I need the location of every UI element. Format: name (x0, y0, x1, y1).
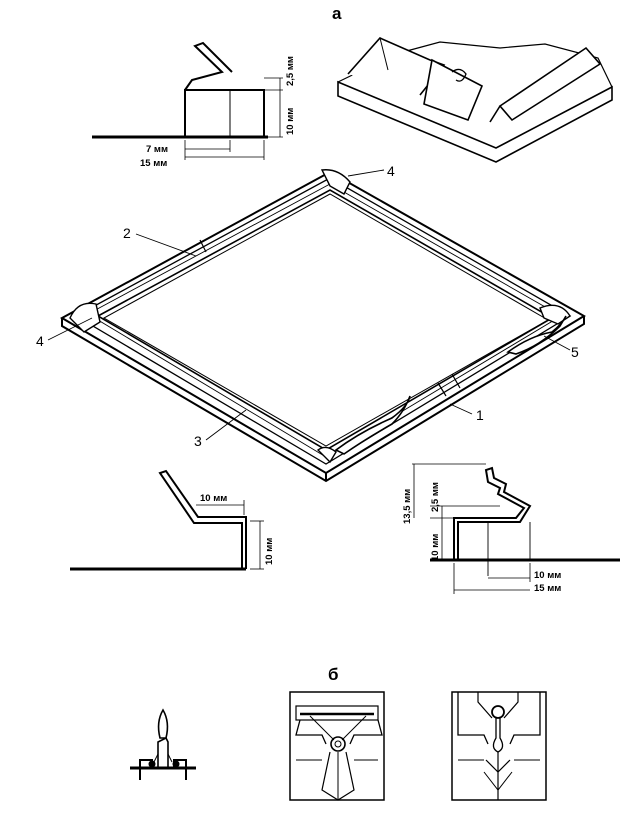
label-5: 5 (571, 344, 579, 360)
label-2: 2 (123, 225, 131, 241)
dim-bottom-right-2-5: 2,5 мм (430, 482, 441, 512)
dim-bottom-right-10-h: 10 мм (534, 570, 561, 581)
profile-section-top-left (92, 41, 283, 160)
label-a: а (332, 4, 342, 23)
clip-detail-2 (289, 691, 385, 801)
dim-bottom-right-10-v: 10 мм (430, 534, 441, 561)
clip-detail-3 (451, 691, 547, 801)
label-4-top: 4 (387, 163, 395, 179)
label-b: б (328, 665, 339, 684)
leader-lines (47, 169, 571, 441)
dim-bottom-left-10-v: 10 мм (264, 538, 275, 565)
dim-bottom-right-15: 15 мм (534, 583, 561, 594)
main-frame (59, 169, 586, 483)
dim-bottom-left-10-h: 10 мм (200, 493, 227, 504)
clip-detail-1 (130, 708, 196, 780)
dim-top-left-7: 7 мм (146, 144, 168, 155)
dim-top-left-15: 15 мм (140, 158, 167, 169)
dim-top-left-2-5: 2,5 мм (285, 56, 296, 86)
corner-perspective-sketch (337, 37, 613, 163)
profile-section-bottom-left (70, 469, 264, 571)
label-1: 1 (476, 407, 484, 423)
label-4-left: 4 (36, 333, 44, 349)
dim-top-left-10: 10 мм (285, 108, 296, 135)
label-3: 3 (194, 433, 202, 449)
profile-section-bottom-right (412, 463, 620, 594)
dim-bottom-right-13-5: 13,5 мм (402, 489, 413, 524)
